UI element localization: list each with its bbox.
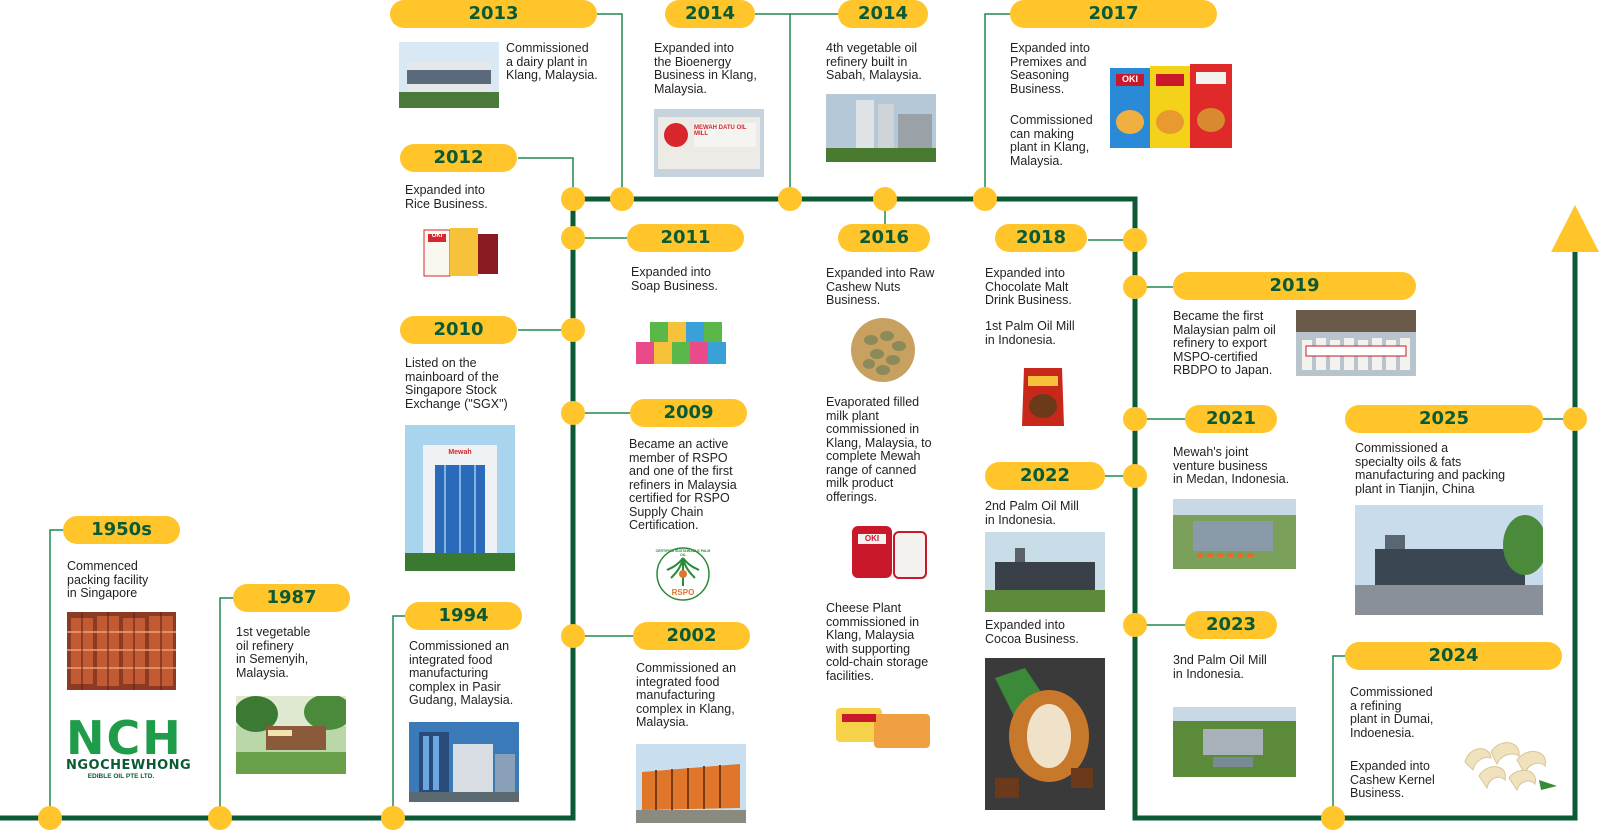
year-pill-1994: 1994 <box>405 602 522 630</box>
year-pill-2017: 2017 <box>1010 0 1217 28</box>
photo-sabah-refinery <box>826 94 936 162</box>
year-pill-2013: 2013 <box>390 0 597 28</box>
rspo-text: RSPO <box>671 588 695 597</box>
photo-refinery-semenyih <box>236 696 346 774</box>
year-pill-2018: 2018 <box>995 224 1087 252</box>
photo-bioenergy: MEWAH DATU OIL MILL <box>654 109 764 177</box>
year-pill-2002: 2002 <box>633 622 750 650</box>
photo-warehouse <box>67 612 176 690</box>
photo-premix-boxes: OKI <box>1108 64 1234 150</box>
photo-tianjin-plant <box>1355 505 1543 615</box>
year-pill-2014-bioenergy: 2014 <box>665 0 755 28</box>
photo-soap-products <box>636 318 736 366</box>
photo-mewah-building: Mewah <box>405 425 515 571</box>
triangle-arrow-up-icon <box>1551 205 1599 252</box>
year-pill-2021: 2021 <box>1185 405 1277 433</box>
year-pill-2023: 2023 <box>1185 611 1277 639</box>
year-pill-2025: 2025 <box>1345 405 1543 433</box>
photo-medan-aerial <box>1173 499 1296 569</box>
year-pill-1987: 1987 <box>233 584 350 612</box>
year-pill-1950s: 1950s <box>63 516 180 544</box>
year-pill-2009: 2009 <box>630 399 747 427</box>
year-pill-2010: 2010 <box>400 316 517 344</box>
rice-brand: OKI <box>431 233 443 239</box>
year-pill-2024: 2024 <box>1345 642 1562 670</box>
photo-raw-cashew <box>849 316 917 384</box>
photo-dairy-plant <box>399 42 499 108</box>
photo-complex-pasir-gudang <box>409 722 519 802</box>
photo-palm-oil-mill-2 <box>985 532 1105 612</box>
photo-cheese-products <box>834 702 932 750</box>
year-pill-2016: 2016 <box>838 224 930 252</box>
photo-rice-packs: OKI <box>420 222 504 284</box>
ngochewhong-logo: NCH NGOCHEWHONG EDIBLE OIL PTE LTD. <box>66 711 192 780</box>
mewah-building-sign: Mewah <box>448 449 472 456</box>
mewah-datu-sign: MEWAH DATU OIL MILL <box>694 125 747 137</box>
photo-canned-milk: OKI <box>850 522 930 582</box>
year-pill-2012: 2012 <box>400 144 517 172</box>
photo-mspo-group <box>1296 310 1416 376</box>
photo-complex-klang <box>636 744 746 823</box>
premix-brand: OKI <box>1121 74 1138 84</box>
year-pill-2022: 2022 <box>985 462 1105 490</box>
rspo-logo: CERTIFIED SUSTAINABLE PALM OIL RSPO <box>655 546 711 602</box>
timeline-dots <box>38 187 1587 830</box>
photo-cocoa <box>985 658 1105 810</box>
photo-cashew-kernels <box>1455 732 1560 794</box>
photo-palm-oil-mill-3 <box>1173 707 1296 777</box>
photo-chocolate-malt <box>1018 362 1068 432</box>
year-pill-2011: 2011 <box>627 224 744 252</box>
timeline-main-line <box>0 196 1578 821</box>
year-pill-2014-sabah: 2014 <box>838 0 928 28</box>
year-pill-2019: 2019 <box>1173 272 1416 300</box>
canned-milk-brand: OKI <box>864 534 880 543</box>
rspo-ring-text: CERTIFIED SUSTAINABLE PALM OIL <box>655 549 711 557</box>
